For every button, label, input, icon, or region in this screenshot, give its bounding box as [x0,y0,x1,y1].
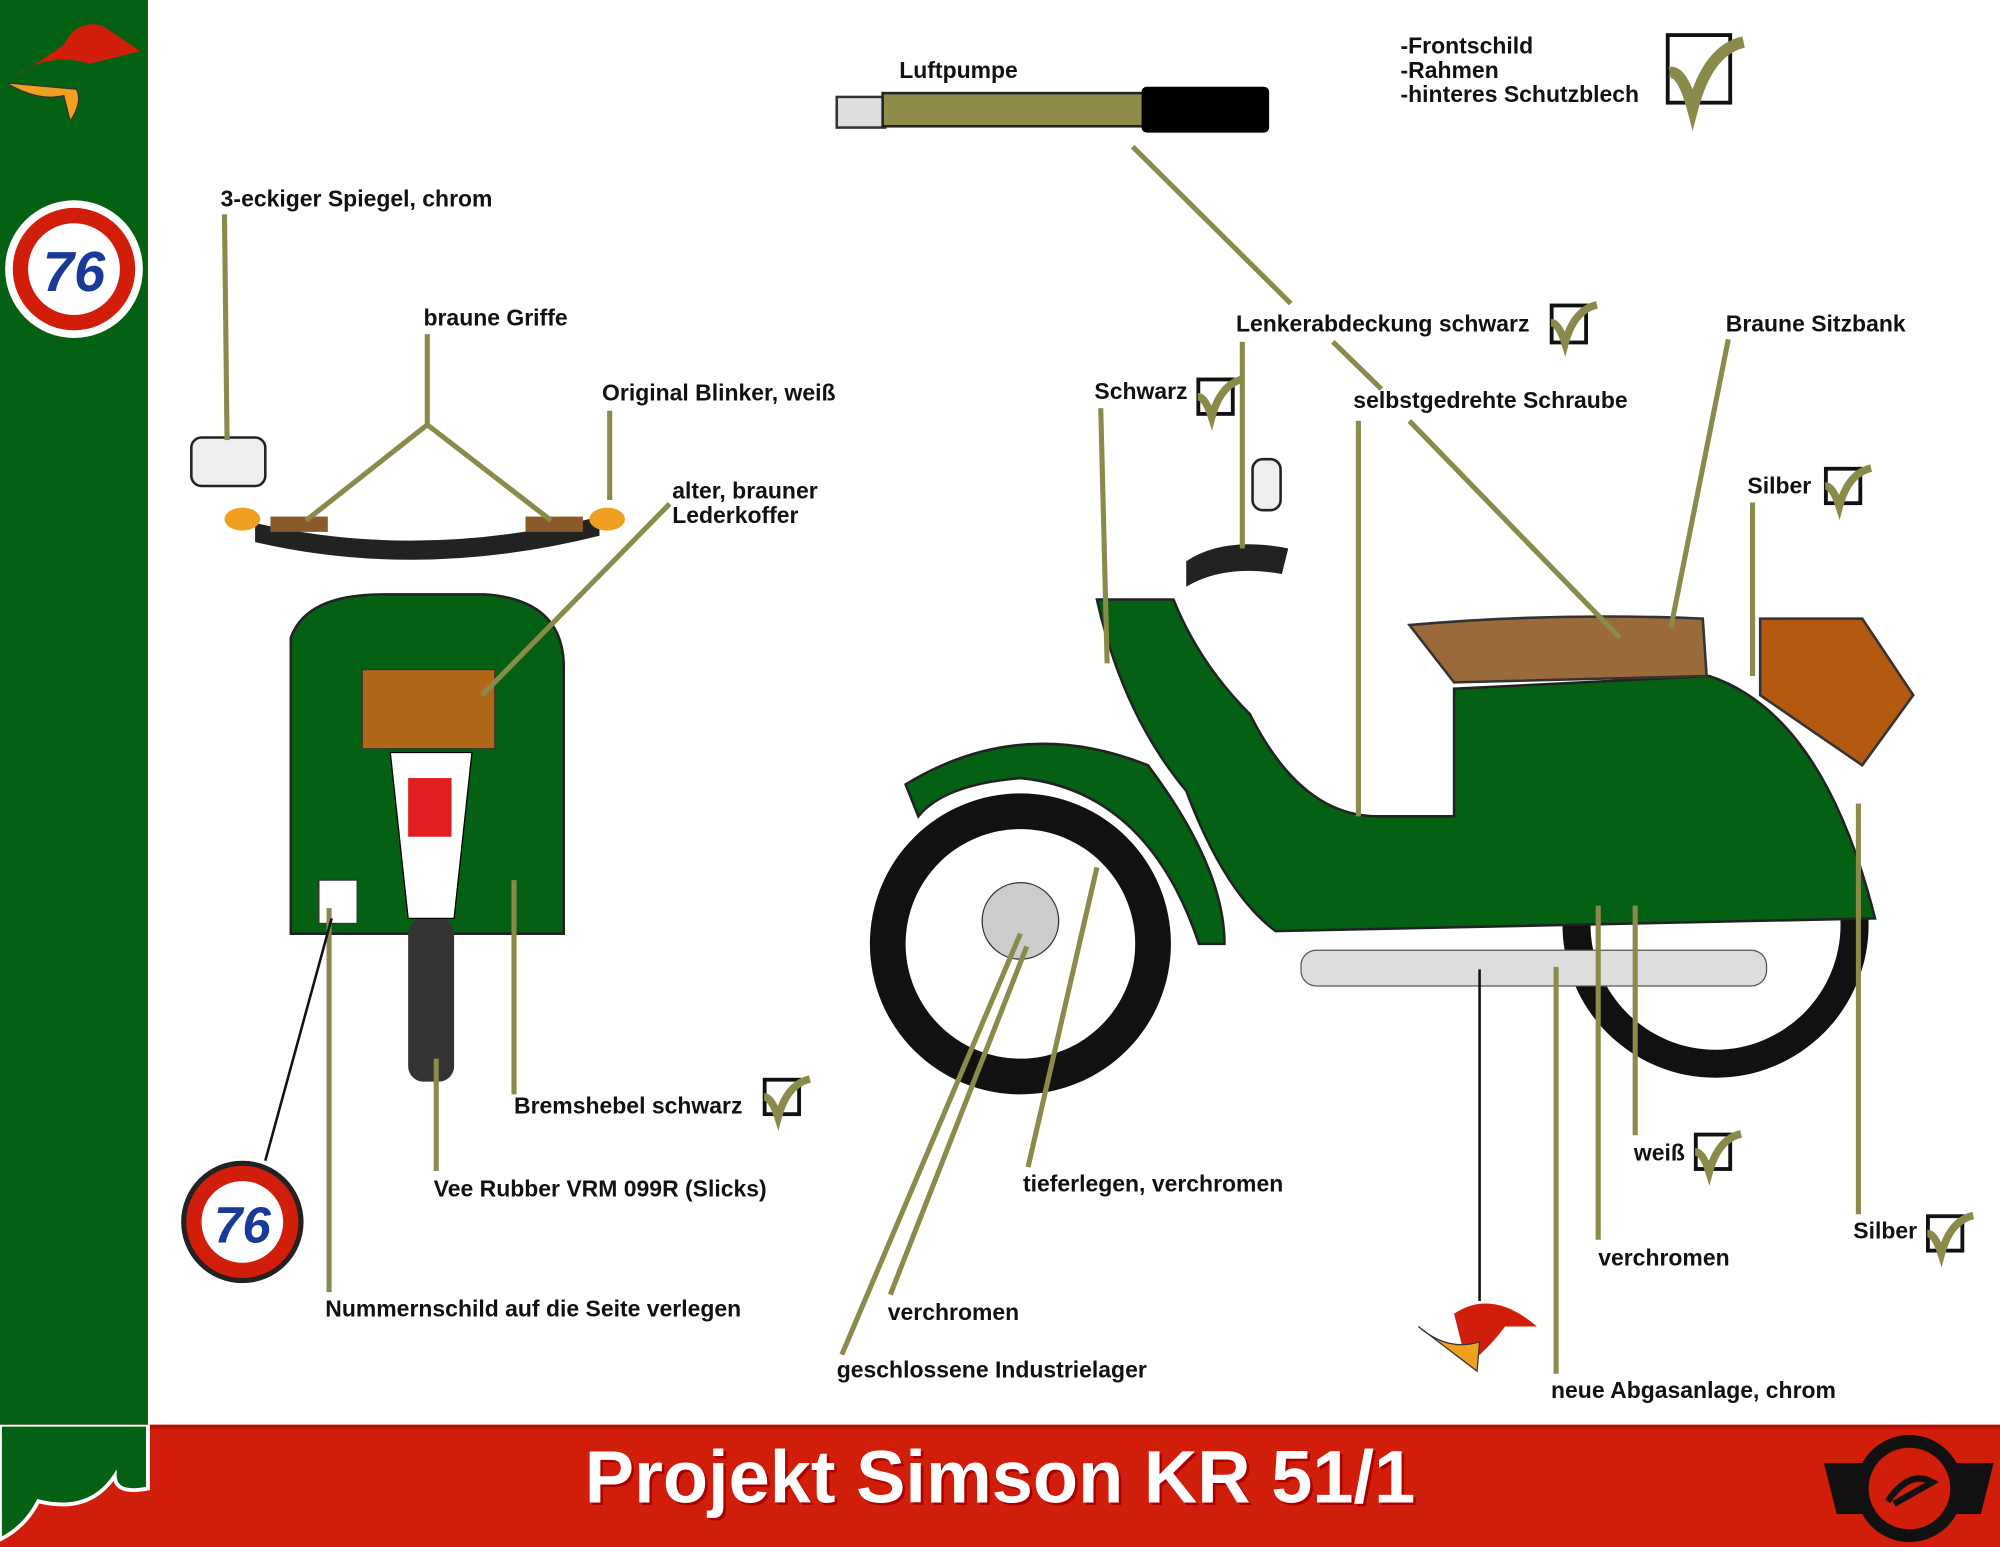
page-title: Projekt Simson KR 51/1 [584,1436,1416,1520]
label-schutzblech: -hinteres Schutzblech [1400,81,1640,108]
label-blinker: Original Blinker, weiß [602,380,836,406]
label-reifen: Vee Rubber VRM 099R (Slicks) [433,1176,767,1202]
label-griffe: braune Griffe [423,304,568,331]
checkmark-icon [762,1075,812,1132]
leader-lines [221,144,1861,1374]
label-koffer-line2: Lederkoffer [672,502,799,529]
checkmark-icon [1196,375,1245,431]
label-frontschild: -Frontschild [1400,33,1534,59]
title-banner [0,1424,2000,1547]
label-rahmen: -Rahmen [1400,57,1499,83]
simson-logo-icon [1823,1434,1994,1543]
checkmark-icon [1926,1211,1975,1268]
badge-pointer-line [264,918,333,1162]
svg-text:76: 76 [43,240,106,303]
checkmark-icon [1693,1130,1743,1186]
checkmark-icon [1823,464,1873,521]
air-pump [835,86,1270,133]
label-koffer: alter, brauner Lederkoffer [672,478,818,529]
label-schwarz: Schwarz [1094,378,1188,405]
label-bremshebel: Bremshebel schwarz [514,1093,743,1119]
label-sitzbank: Braune Sitzbank [1725,311,1906,337]
svg-text:76: 76 [214,1196,271,1253]
label-weiss: weiß [1633,1140,1685,1166]
label-verchromen-left: verchromen [887,1299,1020,1326]
scooter-side-view [869,457,1915,1095]
badge-76-icon: 76 [181,1160,304,1284]
woodpecker-logo-bottom [1417,1303,1537,1373]
label-abgas: neue Abgasanlage, chrom [1551,1377,1836,1404]
label-silber-bottom: Silber [1853,1218,1918,1244]
checkmark-icon [1665,33,1746,131]
label-spiegel: 3-eckiger Spiegel, chrom [220,186,493,212]
label-nummernschild: Nummernschild auf die Seite verlegen [325,1295,742,1322]
label-silber-top: Silber [1747,473,1812,499]
label-luftpumpe: Luftpumpe [899,57,1018,83]
label-tieferlegen: tieferlegen, verchromen [1022,1170,1284,1197]
label-schraube: selbstgedrehte Schraube [1353,387,1628,414]
checkmark-icon [1549,301,1599,357]
badge-76-sidebar-icon: 76 [5,200,143,339]
label-lenker: Lenkerabdeckung schwarz [1235,311,1530,337]
label-lager: geschlossene Industrielager [836,1357,1147,1383]
scooter-front-view [190,436,625,1082]
label-koffer-line1: alter, brauner [672,478,818,504]
label-frontschild-list: -Frontschild -Rahmen -hinteres Schutzble… [1400,34,1639,107]
label-verchromen-right: verchromen [1598,1244,1730,1271]
banner-green-corner [0,1424,150,1542]
woodpecker-logo-top [6,24,141,123]
